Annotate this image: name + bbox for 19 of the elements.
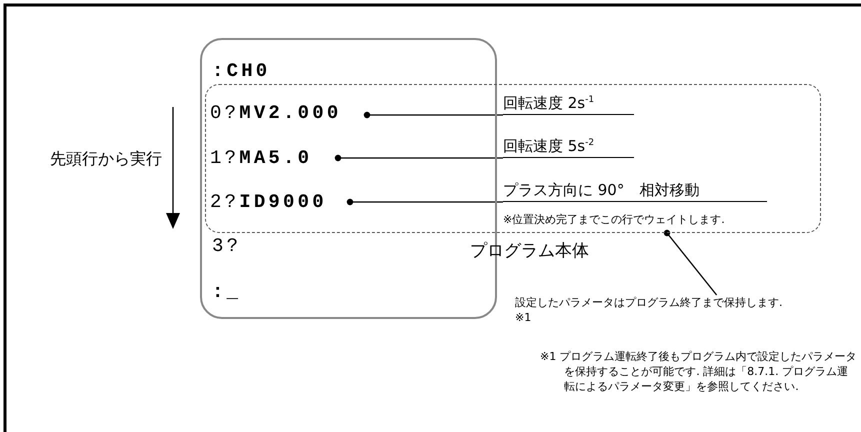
code-prompt: :_ <box>212 281 242 303</box>
footnote-text: ※1 プログラム運転終了後もプログラム内で設定したパラメータを保持することが可能です. 詳細は「8.7.1. プログラム運転によるパラメータ変更」を参照してください. <box>540 349 858 394</box>
code-line: 2?ID9000 <box>210 191 328 213</box>
direction-label: 先頭行から実行 <box>50 149 162 169</box>
code-line: :CH0 <box>212 60 270 82</box>
code-line: 1?MA5.0 <box>210 147 314 169</box>
note-text: 設定したパラメータはプログラム終了まで保持します. ※1 <box>515 295 784 325</box>
leader-line <box>364 112 503 118</box>
region-label: プログラム本体 <box>470 241 589 262</box>
code-line: 0?MV2.000 <box>210 102 342 124</box>
leader-line <box>334 154 503 162</box>
annotation-text: 回転速度 2s$^{-1}$ <box>503 93 594 113</box>
code-line: 3? <box>212 235 242 257</box>
annotation-text: プラス方向に 90° 相対移動 <box>503 181 700 200</box>
leader-line <box>664 230 718 296</box>
annotation-text: 回転速度 5s$^{-2}$ <box>503 136 594 156</box>
dashed-region <box>205 84 821 233</box>
note-text: ※位置決め完了までこの行でウェイトします. <box>503 212 725 227</box>
leader-line <box>346 198 503 206</box>
